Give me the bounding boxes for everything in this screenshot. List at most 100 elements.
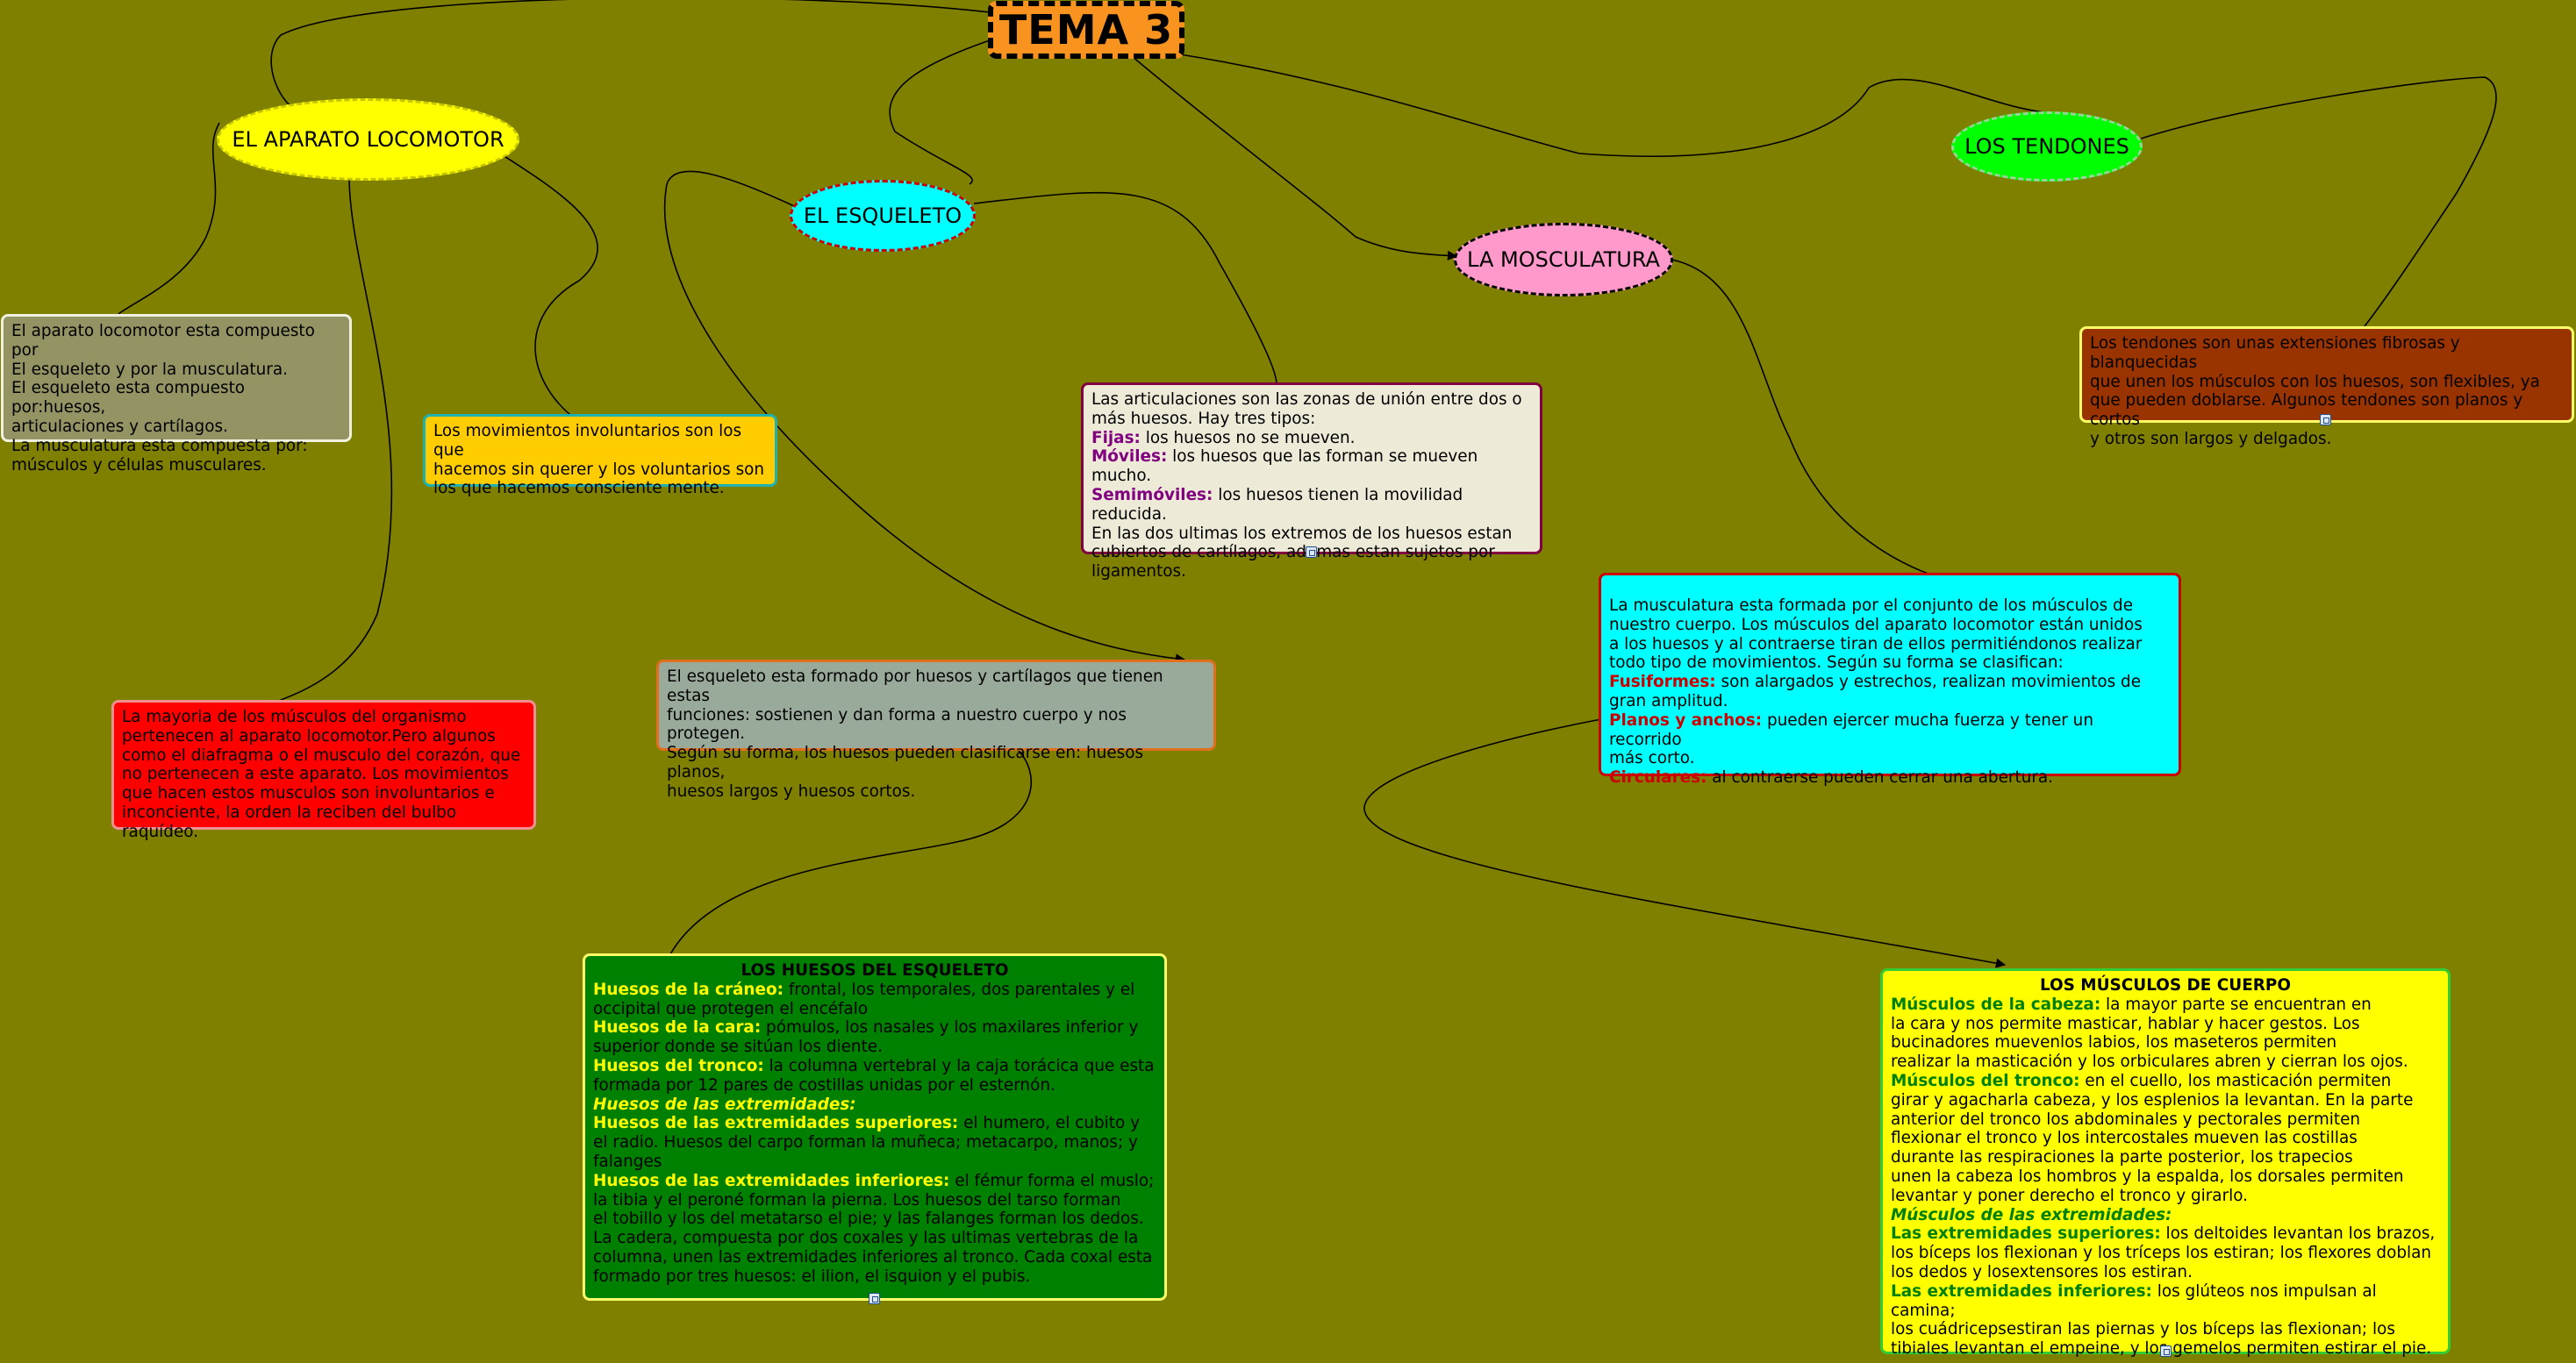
musculos-superiores: Las extremidades superiores: los deltoid… (1891, 1224, 2440, 1244)
musculos-superiores-label: Las extremidades superiores: (1891, 1224, 2161, 1244)
inferiores-label: Huesos de las extremidades inferiores: (593, 1171, 950, 1190)
huesos-line: falanges (593, 1152, 662, 1171)
cara-text: pómulos, los nasales y los maxilares inf… (761, 1018, 1139, 1038)
musculos-line: los cuádricepsestiran las piernas y los … (1891, 1320, 2395, 1339)
huesos-line: formada por 12 pares de costillas unidas… (593, 1075, 1055, 1095)
aparato-desc-line: El esqueleto y por la musculatura. (11, 360, 288, 379)
link-esqueleto-desc (663, 170, 1186, 664)
link-esqueleto-huesos (669, 749, 1032, 955)
tendones-desc-line: y otros son largos y delgados. (2090, 429, 2332, 448)
tendones-desc-line: que unen los músculos con los huesos, so… (2090, 372, 2540, 391)
fijas-text: los huesos no se mueven. (1140, 428, 1356, 447)
huesos-tronco: Huesos del tronco: la columna vertebral … (593, 1057, 1156, 1076)
box-aparato-desc[interactable]: El aparato locomotor esta compuesto por … (1, 314, 352, 475)
note-attachment-icon[interactable] (2320, 414, 2331, 425)
musculos-line: girar y agacharla cabeza, y los esplenio… (1891, 1090, 2414, 1110)
musculos-line: anterior del tronco los abdominales y pe… (1891, 1110, 2361, 1129)
link-tendones-desc (2140, 76, 2497, 327)
musculos-superiores-text: los deltoides levantan los brazos, (2160, 1224, 2436, 1244)
extremidades-label: Huesos de las extremidades: (593, 1095, 856, 1114)
cabeza-label: Músculos de la cabeza: (1891, 995, 2101, 1014)
musculatura-desc-line: a los huesos y al contraerse tiran de el… (1609, 634, 2143, 653)
esqueleto-desc-line: Según su forma, los huesos pueden clasif… (667, 744, 1144, 781)
musculatura-desc-line: más corto. (1609, 749, 1695, 768)
articulaciones-line: En las dos ultimas los extremos de los h… (1091, 524, 1513, 543)
superiores-label: Huesos de las extremidades superiores: (593, 1114, 959, 1133)
huesos-line: formado por tres huesos: el ilion, el is… (593, 1267, 1031, 1286)
note-attachment-icon[interactable] (869, 1293, 880, 1304)
planos-label: Planos y anchos: (1609, 710, 1763, 730)
node-esqueleto[interactable]: EL ESQUELETO (790, 180, 976, 252)
link-aparato-desc (118, 122, 220, 315)
note-attachment-icon[interactable] (2160, 1345, 2172, 1357)
musculos-extremidades-label: Músculos de las extremidades: (1891, 1205, 2172, 1224)
semimoviles-text: los huesos tienen la movilidad reducida. (1091, 485, 1463, 524)
huesos-craneo: Huesos de la cráneo: frontal, los tempor… (593, 981, 1156, 1000)
musculatura-desc-line: nuestro cuerpo. Los músculos del aparato… (1609, 615, 2143, 634)
huesos-line: La cadera, compuesta por dos coxales y l… (593, 1229, 1139, 1248)
box-mayoria[interactable]: La mayoria de los músculos del organismo… (111, 700, 536, 841)
musculos-line: bucinadores muevenlos labios, los masete… (1891, 1033, 2337, 1053)
musculos-line: los dedos y losextensores los estiran. (1891, 1262, 2193, 1281)
huesos-line: superior donde se sitúan los diente. (593, 1038, 883, 1057)
box-huesos-esqueleto[interactable]: LOS HUESOS DEL ESQUELETO Huesos de la cr… (583, 953, 1167, 1301)
mayoria-line: La mayoria de los músculos del organismo (122, 708, 467, 726)
musculatura-desc-line: gran amplitud. (1609, 691, 1728, 710)
musculos-inferiores: Las extremidades inferiores: los glúteos… (1891, 1282, 2440, 1321)
articulaciones-fijas: Fijas: los huesos no se mueven. (1091, 429, 1532, 448)
huesos-line: el tobillo y los del metatarso el pie; y… (593, 1210, 1144, 1229)
esqueleto-desc-line: funciones: sostienen y dan forma a nuest… (667, 705, 1127, 744)
articulaciones-line: ligamentos. (1091, 562, 1186, 582)
huesos-line: la tibia y el peroné forman la pierna. L… (593, 1190, 1121, 1210)
musculos-line: los bíceps los flexionan y los tríceps l… (1891, 1244, 2432, 1263)
note-attachment-icon[interactable] (1306, 546, 1317, 558)
link-musculatura-desc (1666, 258, 1931, 575)
musculatura-circulares: Circulares: al contraerse pueden cerrar … (1609, 768, 2171, 788)
fusiformes-text: son alargados y estrechos, realizan movi… (1715, 673, 2142, 692)
box-musculos-cuerpo[interactable]: LOS MÚSCULOS DE CUERPO Músculos de la ca… (1880, 968, 2451, 1358)
esqueleto-desc-line: huesos largos y huesos cortos. (667, 781, 916, 801)
box-tendones-desc[interactable]: Los tendones son unas extensiones fibros… (2079, 326, 2574, 448)
huesos-line: el radio. Huesos del carpo forman la muñ… (593, 1133, 1138, 1152)
huesos-line: occipital que protegen el encéfalo (593, 999, 869, 1018)
node-aparato-locomotor[interactable]: EL APARATO LOCOMOTOR (217, 98, 519, 181)
musculos-line: unen la cabeza los hombros y la espalda,… (1891, 1167, 2404, 1186)
aparato-desc-line: La musculatura esta compuesta por: (11, 436, 308, 455)
node-tendones[interactable]: LOS TENDONES (1951, 111, 2143, 182)
esqueleto-desc-line: El esqueleto esta formado por huesos y c… (667, 667, 1163, 705)
articulaciones-moviles: Móviles: los huesos que las forman se mu… (1091, 447, 1532, 486)
articulaciones-line: más huesos. Hay tres tipos: (1091, 409, 1316, 428)
box-musculatura-desc[interactable]: La musculatura esta formada por el conju… (1599, 573, 2181, 787)
mayoria-line: pertenecen al aparato locomotor.Pero alg… (122, 726, 496, 746)
cara-label: Huesos de la cara: (593, 1018, 762, 1038)
musculos-inferiores-text: los glúteos nos impulsan al camina; (1891, 1281, 2377, 1320)
link-aparato-movimientos (499, 153, 598, 416)
box-articulaciones[interactable]: Las articulaciones son las zonas de unió… (1081, 382, 1542, 581)
main-title[interactable]: TEMA 3 (988, 1, 1184, 59)
tronco-musculos-label: Músculos del tronco: (1891, 1071, 2080, 1090)
movimientos-line: los que hacemos consciente mente. (433, 479, 725, 498)
node-musculatura[interactable]: LA MOSCULATURA (1454, 223, 1673, 296)
musculos-line: levantar y poner derecho el tronco y gir… (1891, 1186, 2249, 1205)
articulaciones-line: Las articulaciones son las zonas de unió… (1091, 390, 1522, 409)
fusiformes-label: Fusiformes: (1609, 673, 1716, 692)
superiores-text: el humero, el cubito y (958, 1114, 1140, 1133)
link-title-esqueleto (889, 39, 991, 185)
link-title-aparato (270, 0, 991, 106)
aparato-desc-line: músculos y células musculares. (11, 455, 267, 475)
movimientos-line: Los movimientos involuntarios son los qu… (433, 422, 742, 460)
mayoria-line: inconciente, la orden la reciben del bul… (122, 803, 457, 841)
huesos-line: columna, unen las extremidades inferiore… (593, 1247, 1153, 1267)
musculos-cabeza: Músculos de la cabeza: la mayor parte se… (1891, 995, 2440, 1015)
musculos-title: LOS MÚSCULOS DE CUERPO (2039, 976, 2292, 995)
musculos-line: realizar la masticación y los orbiculare… (1891, 1053, 2408, 1072)
inferiores-text: el fémur forma el muslo; (949, 1171, 1155, 1190)
aparato-desc-line: El esqueleto esta compuesto por:huesos, (11, 379, 246, 417)
box-esqueleto-desc[interactable]: El esqueleto esta formado por huesos y c… (656, 660, 1216, 801)
link-musculatura-musculos (1363, 718, 2007, 968)
musculatura-fusiformes: Fusiformes: son alargados y estrechos, r… (1609, 673, 2171, 692)
huesos-cara: Huesos de la cara: pómulos, los nasales … (593, 1018, 1156, 1038)
moviles-text: los huesos que las forman se mueven much… (1091, 447, 1478, 486)
box-movimientos[interactable]: Los movimientos involuntarios son los qu… (423, 414, 777, 497)
